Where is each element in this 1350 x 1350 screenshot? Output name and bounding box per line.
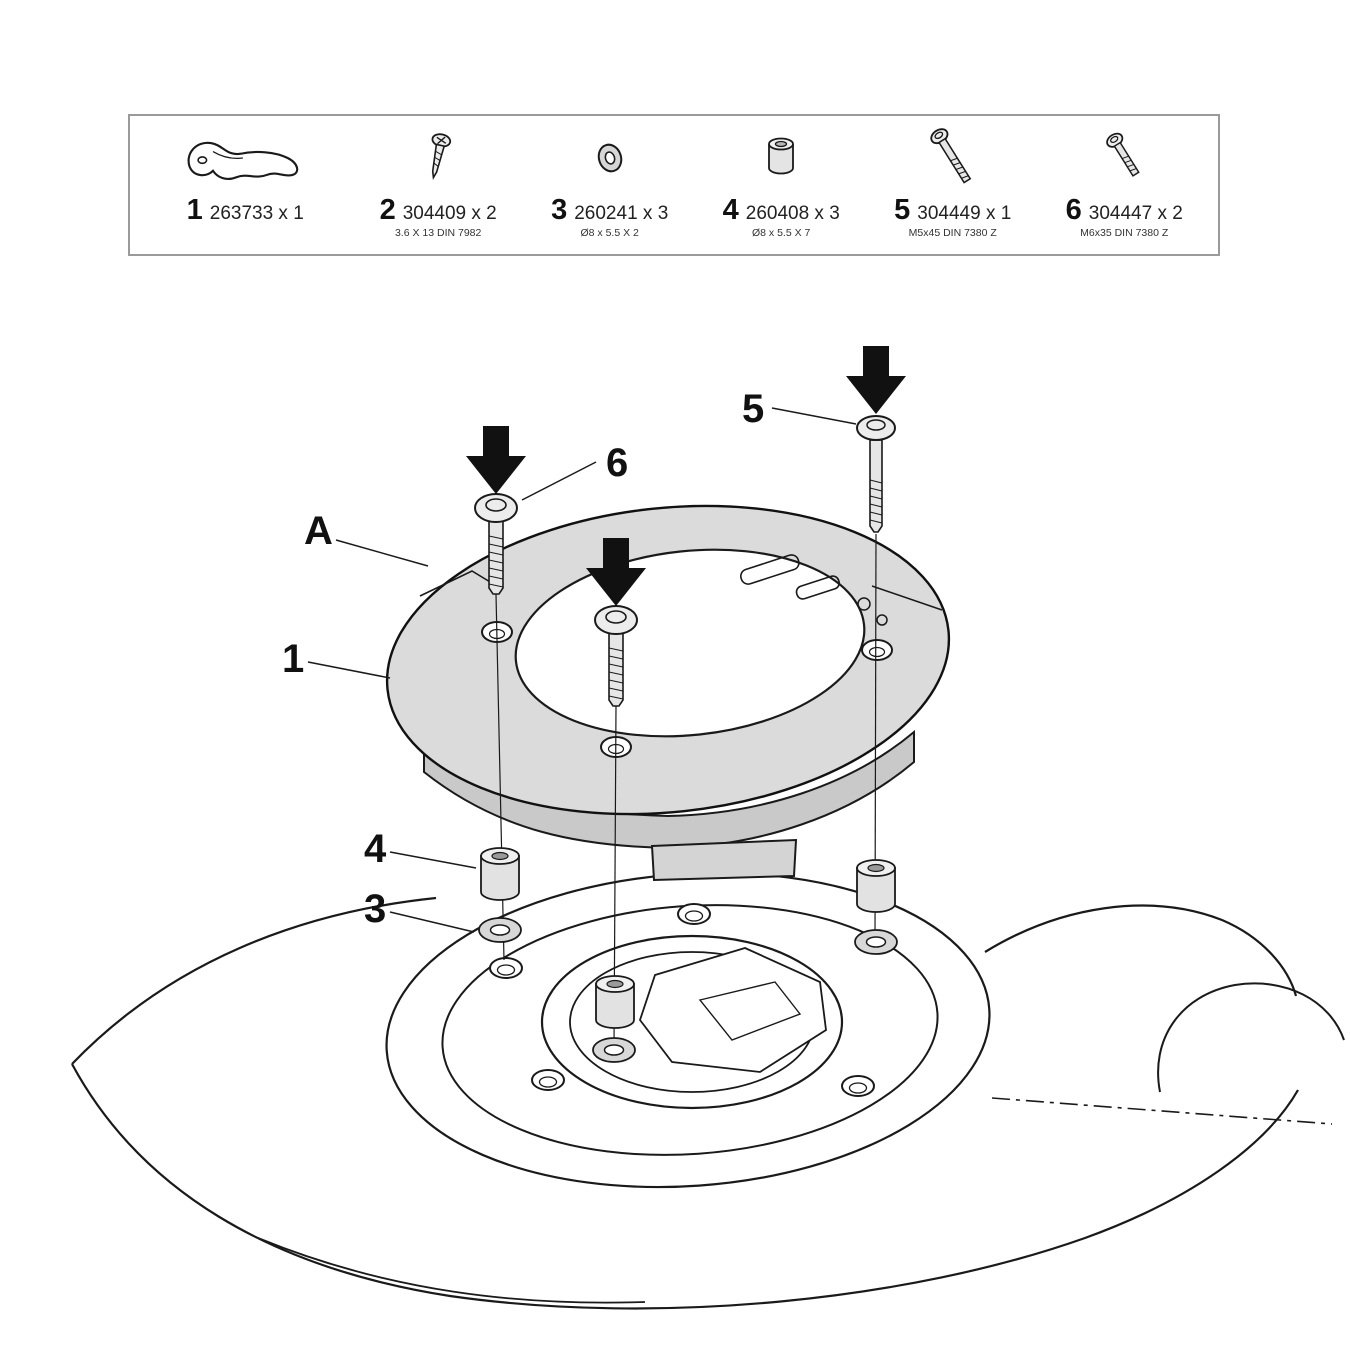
mounting-ring: [385, 504, 951, 882]
label-5: 5: [742, 387, 764, 431]
ring-slot: [740, 554, 800, 585]
ring-pin-hole: [857, 597, 871, 611]
ring-pin-hole: [876, 614, 888, 626]
tank-bolt-hole: [531, 1069, 565, 1091]
fuel-tank: [71, 871, 1345, 1310]
ring-bolt-hole: [861, 639, 893, 661]
legend-item-1: 1 263733 x 1: [138, 120, 352, 250]
legend-item-6: 6 304447 x 2 M6x35 DIN 7380 Z: [1038, 120, 1210, 250]
spacer-part-4: [480, 847, 520, 901]
part-spec: M5x45 DIN 7380 Z: [908, 227, 997, 239]
part-spec: M6x35 DIN 7380 Z: [1080, 227, 1169, 239]
part-code: 304447 x 2: [1088, 203, 1183, 224]
ring-front-tab: [650, 838, 798, 882]
label-3: 3: [364, 887, 386, 931]
legend-item-5: 5 304449 x 1 M5x45 DIN 7380 Z: [867, 120, 1039, 250]
bolt-short-icon: [1106, 132, 1140, 177]
parts-legend: 1 263733 x 1: [128, 114, 1220, 256]
washer-part-3: [592, 1037, 636, 1063]
label-6: 6: [606, 441, 628, 485]
part-spec: Ø8 x 5.5 X 7: [752, 227, 811, 239]
down-arrow-icon: [846, 346, 906, 414]
ring-slot: [795, 575, 841, 600]
part-number: 5: [894, 194, 911, 226]
tank-outline: [71, 1063, 1299, 1310]
ring-edge-step: [871, 585, 943, 611]
washer-part-3: [854, 929, 898, 955]
tank-knee-recess: [1157, 982, 1345, 1093]
legend-item-3: 3 260241 x 3 Ø8 x 5.5 X 2: [524, 120, 696, 250]
legend-item-4: 4 260408 x 3 Ø8 x 5.5 X 7: [695, 120, 867, 250]
part-number: 4: [722, 194, 739, 226]
part-number: 6: [1065, 194, 1082, 226]
ring-inner-hole: [514, 548, 866, 738]
part-number: 2: [379, 194, 396, 226]
tank-outline: [71, 896, 437, 1065]
washer-icon: [597, 143, 622, 173]
spacer-part-4: [595, 975, 635, 1029]
part-code: 304449 x 1: [917, 203, 1012, 224]
tank-bolt-hole: [841, 1075, 875, 1097]
part-number: 1: [186, 194, 203, 226]
label-A: A: [304, 509, 333, 553]
part-code: 260408 x 3: [745, 203, 840, 224]
screw-icon: [431, 133, 452, 180]
label-4: 4: [364, 827, 387, 871]
bolt-long-icon: [930, 128, 971, 184]
tank-crease-line: [257, 1237, 646, 1304]
part-spec: 3.6 X 13 DIN 7982: [394, 227, 482, 239]
callouts: 6 5 A 1 4 3: [282, 387, 857, 933]
tank-bolt-hole: [489, 957, 523, 979]
gasket-icon: [187, 141, 299, 180]
label-1: 1: [282, 637, 304, 681]
part-spec: Ø8 x 5.5 X 2: [580, 227, 639, 239]
part-code: 304409 x 2: [402, 203, 497, 224]
bushing-icon: [768, 137, 795, 175]
tank-bolt-hole: [677, 903, 711, 925]
washer-part-3: [478, 917, 522, 943]
part-number: 3: [551, 194, 568, 226]
bolt-m5x45-right: [856, 415, 896, 533]
part-code: 260241 x 3: [574, 203, 669, 224]
center-dash-dot-line: [991, 1097, 1333, 1125]
legend-item-2: 2 304409 x 2 3.6 X 13 DIN 7982: [352, 120, 524, 250]
part-code: 263733 x 1: [209, 203, 304, 224]
spacer-part-4: [856, 859, 896, 913]
fuel-cap: [540, 934, 844, 1110]
tank-outline: [984, 904, 1298, 997]
down-arrow-icon: [466, 426, 526, 494]
